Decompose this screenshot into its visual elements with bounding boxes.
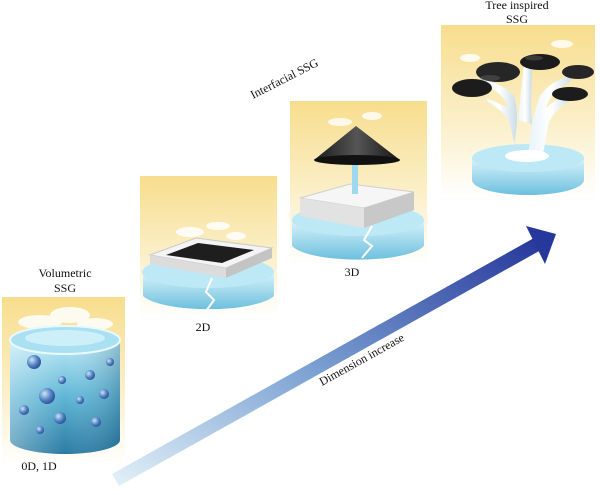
volumetric-ssg-panel — [2, 297, 125, 465]
interfacial-2d-panel — [140, 176, 277, 318]
tree-inspired-panel — [441, 25, 595, 199]
leaves — [452, 54, 594, 101]
tree-inspired-ssg-label: SSG — [505, 12, 528, 26]
stage-0d-1d-label: 0D, 1D — [21, 459, 57, 473]
nanoparticles — [19, 355, 114, 434]
volumetric-label: Volumetric — [38, 266, 92, 280]
stage-3d-label: 3D — [344, 265, 360, 279]
volumetric-ssg-label: SSG — [53, 281, 76, 295]
tree-inspired-label: Tree inspired — [485, 0, 549, 12]
stage-2d-label: 2D — [195, 320, 211, 334]
interfacial-ssg-label: Interfacial SSG — [248, 55, 321, 101]
dimension-arrow — [112, 226, 556, 486]
interfacial-3d-panel — [290, 101, 427, 265]
